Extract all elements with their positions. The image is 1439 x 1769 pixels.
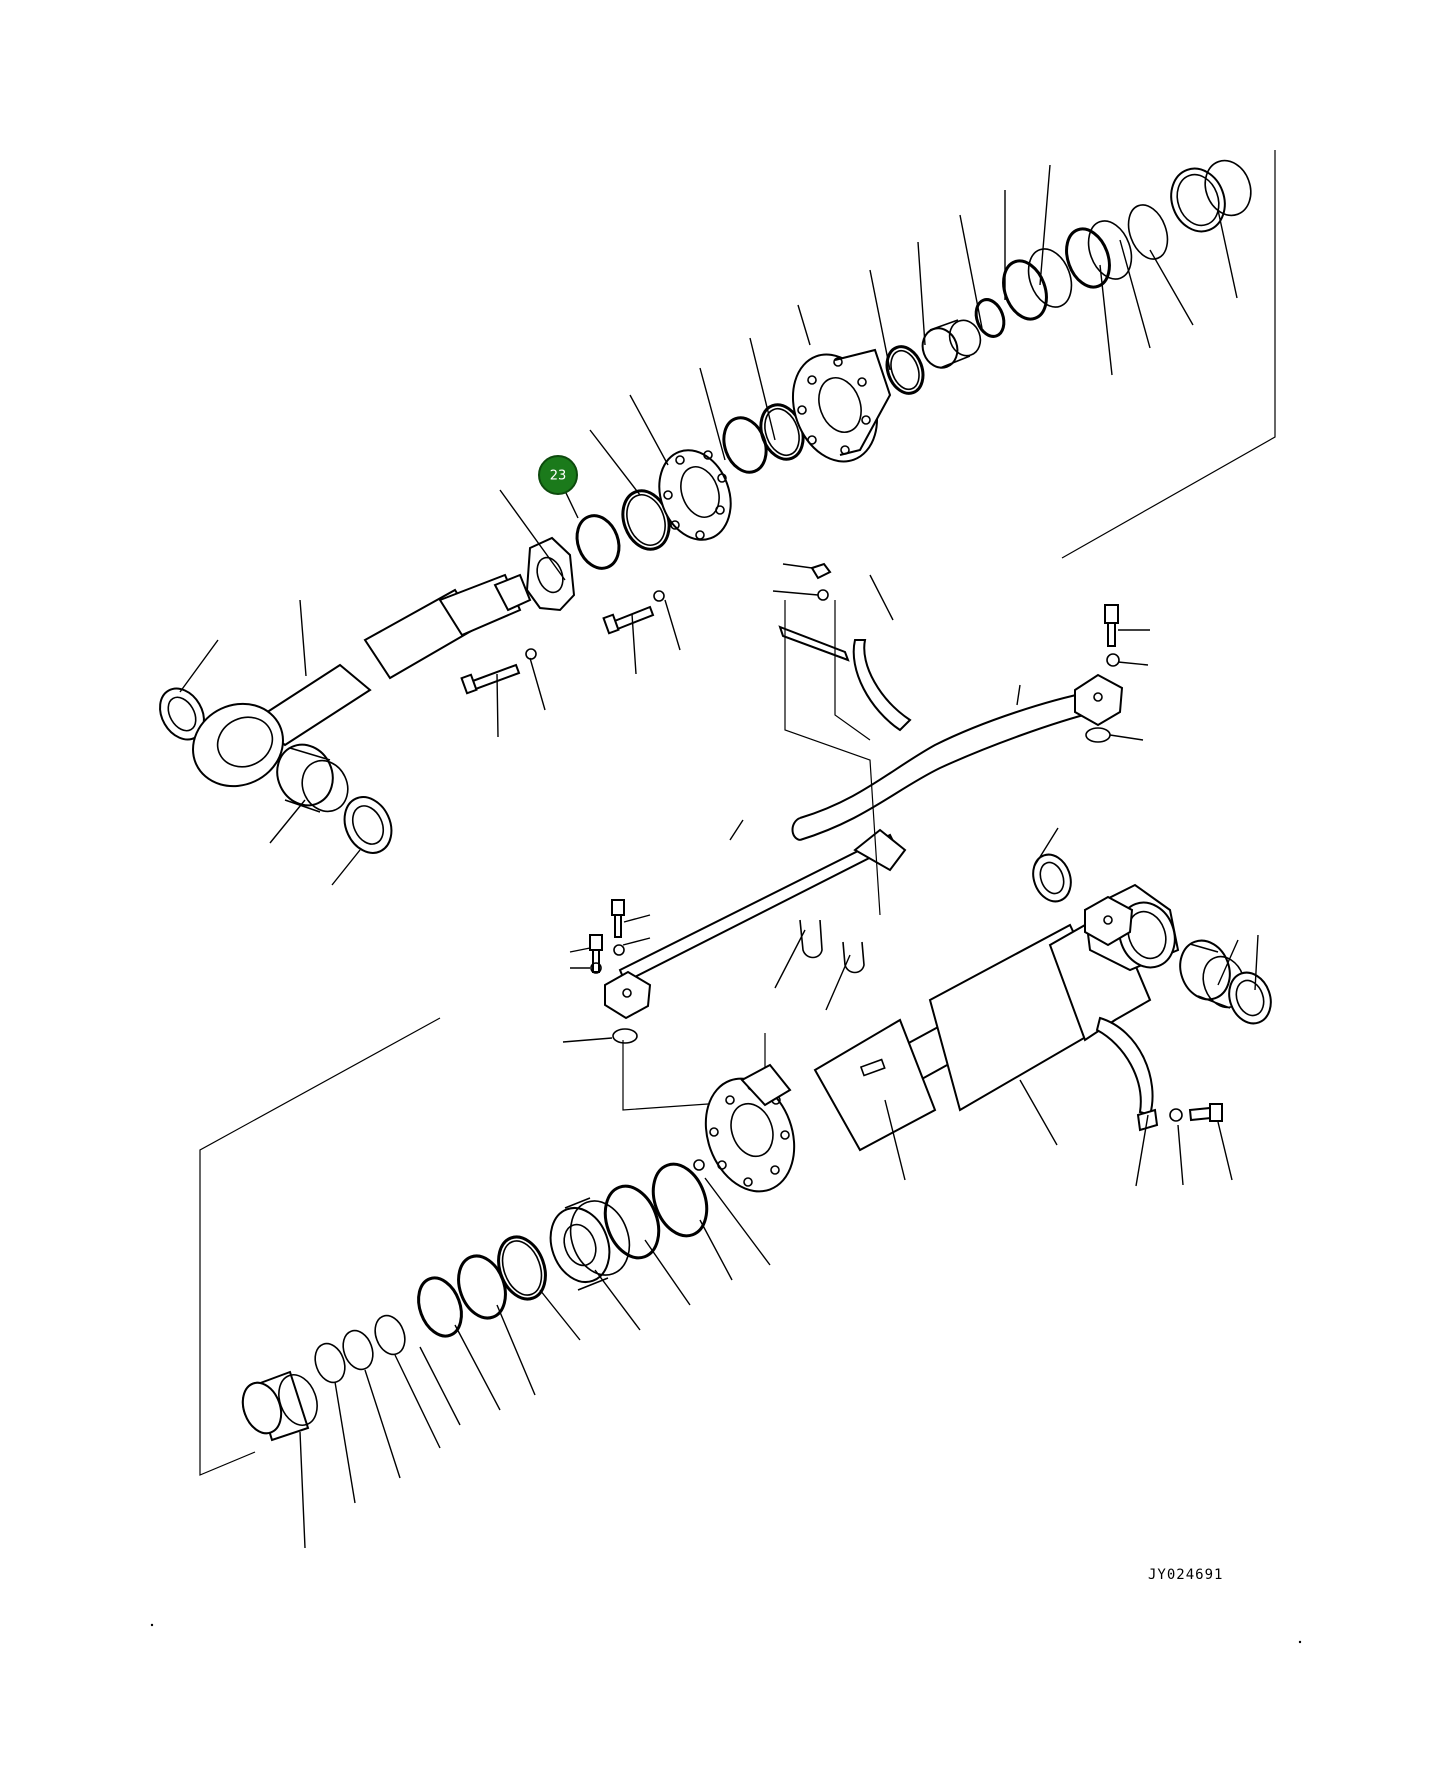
clamp-bolt [1188, 1103, 1223, 1122]
bolt-retainer [460, 648, 537, 695]
snap-ring [974, 298, 1006, 338]
cylinder-bottom-eye [1083, 883, 1180, 972]
pipe-lower [618, 828, 907, 984]
ring-23 [575, 514, 621, 570]
bolt-left-b [611, 899, 625, 938]
bolt-left-a [589, 934, 603, 973]
o-ring-small-b [342, 1329, 374, 1371]
u-packing [1002, 248, 1073, 321]
o-ring-tube [651, 1162, 709, 1238]
nut-top [810, 562, 832, 580]
head-seal [885, 345, 925, 395]
dust-seal [1127, 204, 1169, 260]
rod-assembly [159, 150, 1276, 886]
dust-seal-rod-end [159, 687, 205, 741]
pipe-clamp [1095, 1016, 1159, 1132]
cylinder-head [791, 348, 892, 463]
head-end-bushing [1170, 159, 1252, 233]
flange-block-lower [604, 970, 652, 1020]
callout-23[interactable]: 23 [538, 455, 578, 495]
washer-left-b [613, 944, 625, 956]
piping-assembly [562, 562, 1150, 1111]
piston-rod [192, 573, 532, 788]
bottom-dust-seal [1032, 853, 1072, 903]
clamp-bracket [778, 625, 912, 732]
u-bolt-a [799, 919, 823, 959]
cylinder-tube-assembly [199, 827, 1272, 1549]
flange [658, 449, 732, 541]
registration-mark-right [1298, 1640, 1302, 1644]
u-bolt-b [842, 941, 865, 974]
bottom-seal [1228, 971, 1272, 1025]
grease-fitting [693, 1159, 705, 1171]
washer-left-a [590, 962, 602, 974]
flange-block-upper [1074, 673, 1124, 727]
drawing-code: JY024691 [1148, 1567, 1224, 1583]
slipper-seal [417, 1276, 463, 1338]
registration-mark-left [150, 1623, 154, 1627]
o-ring-small-a [374, 1314, 406, 1356]
bolt-flange [602, 590, 665, 635]
washer-upper-right [1106, 653, 1120, 667]
o-ring-left [612, 1028, 638, 1044]
washer-top [817, 589, 829, 601]
piston [549, 1197, 631, 1291]
o-ring-upper-right [1085, 727, 1111, 743]
retainer-plate [525, 536, 576, 612]
wear-ring-lower [457, 1254, 507, 1320]
buffer-ring [1065, 220, 1133, 289]
bolt-upper-right [1104, 604, 1119, 647]
cylinder-tube [704, 903, 1152, 1193]
o-ring-small-c [314, 1342, 346, 1384]
cushion-sleeve [241, 1370, 318, 1442]
head-bushing [921, 319, 982, 369]
callout-23-marker[interactable] [538, 455, 578, 495]
clamp-washer [1169, 1108, 1183, 1122]
pipe-upper [791, 691, 1096, 841]
rod-eye-bushing [276, 743, 349, 813]
rod-eye-seal [343, 796, 393, 854]
backup-ring-tube [603, 1184, 661, 1260]
